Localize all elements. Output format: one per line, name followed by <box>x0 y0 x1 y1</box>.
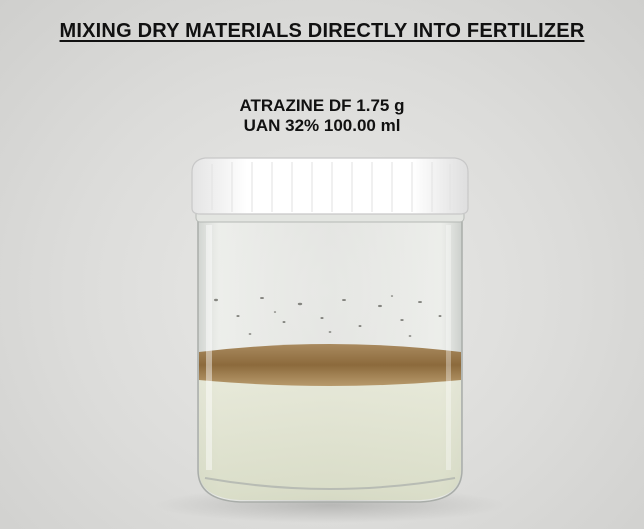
jar-cap <box>191 157 469 215</box>
mixture-label: ATRAZINE DF 1.75 g UAN 32% 100.00 ml <box>0 96 644 136</box>
atrazine-amount: ATRAZINE DF 1.75 g <box>239 96 405 115</box>
glass-jar <box>195 207 465 503</box>
page-title: MIXING DRY MATERIALS DIRECTLY INTO FERTI… <box>59 20 585 42</box>
sediment-layer <box>199 344 461 386</box>
uan-amount: UAN 32% 100.00 ml <box>243 116 401 135</box>
residue-droplets <box>214 295 442 337</box>
